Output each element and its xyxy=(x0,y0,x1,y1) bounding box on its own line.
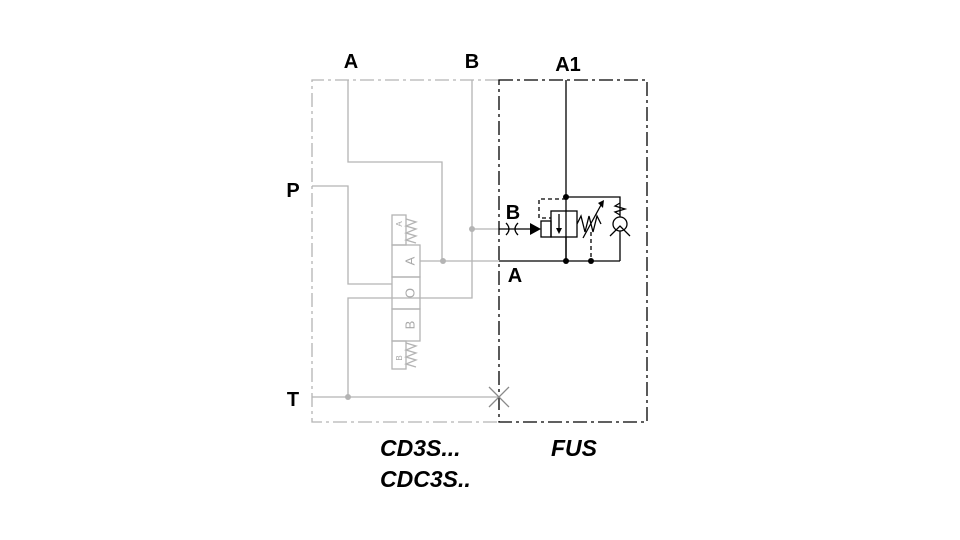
relief-valve-body xyxy=(550,210,578,238)
right-module-boundary xyxy=(498,79,648,423)
valve-label-b: B xyxy=(402,321,417,330)
actuator-b xyxy=(391,340,407,370)
pilot-line-top xyxy=(538,198,566,219)
line-top-branch xyxy=(566,196,621,261)
spring-b xyxy=(404,342,418,368)
pilot-piston xyxy=(540,220,552,238)
caption-left-line2: CDC3S.. xyxy=(380,466,471,492)
valve-label-a: A xyxy=(402,256,417,265)
adjust-arrow xyxy=(582,204,602,239)
pilot-arrow-icon xyxy=(530,223,541,235)
port-label-p: P xyxy=(286,180,299,202)
check-valve-ball-icon xyxy=(612,216,628,232)
junction-t xyxy=(345,394,351,400)
line-port-b xyxy=(347,80,473,397)
actuator-a xyxy=(391,214,407,246)
port-label-b-top: B xyxy=(465,51,479,73)
line-port-p xyxy=(312,185,392,285)
left-module-boundary xyxy=(311,79,499,423)
check-valve-spring-icon xyxy=(613,202,628,216)
port-label-a-inner: A xyxy=(508,265,522,287)
line-port-a xyxy=(347,80,443,262)
port-label-b-inner: B xyxy=(506,202,520,224)
directional-valve: A O B A B xyxy=(391,214,421,370)
port-label-t: T xyxy=(287,389,299,411)
caption-right: FUS xyxy=(551,435,598,461)
check-valve-seat xyxy=(609,225,631,237)
spring-a xyxy=(404,218,418,244)
left-module-cd3s: A O B A B xyxy=(311,79,499,423)
port-label-a1-top: A1 xyxy=(555,54,581,76)
actuator-label-a: A xyxy=(395,221,404,227)
orifice-icon xyxy=(505,222,519,236)
adjust-arrow-head-icon xyxy=(598,200,604,208)
valve-label-o: O xyxy=(402,288,417,298)
relief-valve-arrow-icon xyxy=(556,228,562,234)
actuator-label-b: B xyxy=(395,355,404,360)
port-label-a-top: A xyxy=(344,51,358,73)
adjustable-spring-icon xyxy=(576,214,602,233)
caption-left-line1: CD3S... xyxy=(380,435,461,461)
t-blocked-cross-icon xyxy=(488,386,510,408)
right-module-fus xyxy=(488,79,648,423)
